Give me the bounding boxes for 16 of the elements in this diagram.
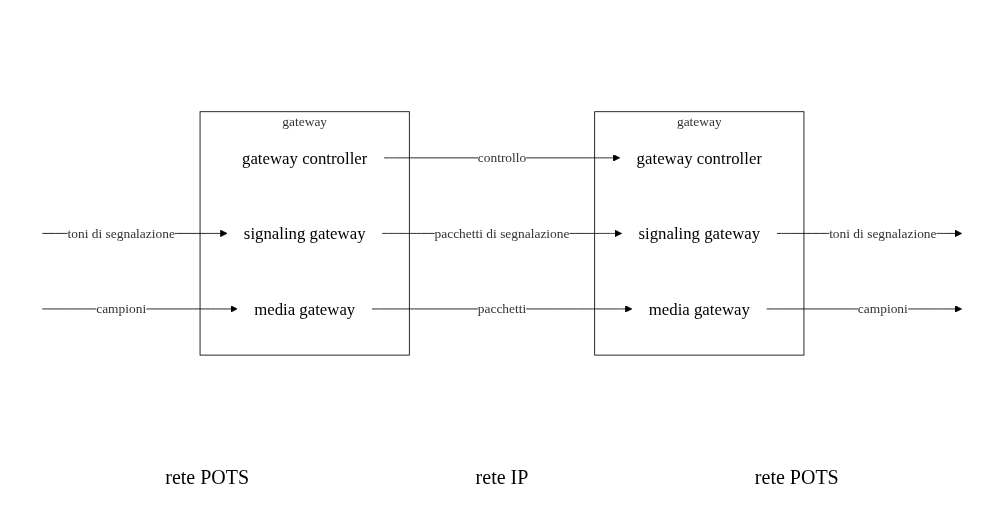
network-label: rete IP — [475, 466, 529, 490]
node-text: signaling gateway — [638, 223, 761, 243]
network-label: rete POTS — [165, 466, 250, 490]
node-text: gateway controller — [636, 148, 762, 167]
node-text: gateway controller — [242, 148, 368, 167]
edge-label: toni di segnalazione — [67, 225, 175, 240]
node-text: media gateway — [648, 299, 750, 318]
node-text: signaling gateway — [243, 223, 366, 243]
edge-label: toni di segnalazione — [829, 225, 937, 240]
edge-label: pacchetti — [477, 300, 527, 316]
node-text: media gateway — [254, 299, 356, 318]
edge-label: campioni — [857, 300, 908, 316]
edge-label: campioni — [96, 300, 147, 316]
edge-label: pacchetti di segnalazione — [434, 225, 570, 240]
edge-label: controllo — [477, 149, 527, 165]
network-label: rete POTS — [754, 466, 839, 490]
